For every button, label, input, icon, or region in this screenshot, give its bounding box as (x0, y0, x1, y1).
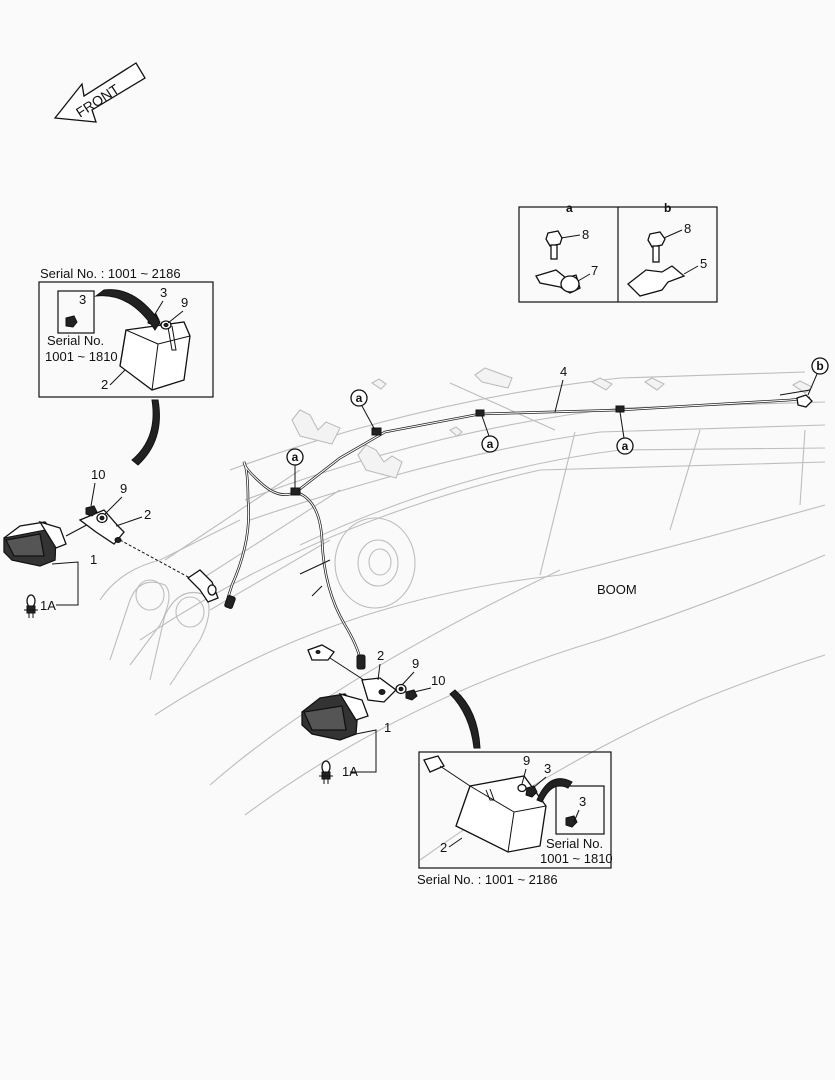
svg-text:a: a (622, 439, 629, 453)
boom-label: BOOM (597, 582, 637, 597)
svg-text:a: a (356, 391, 363, 405)
right-lamp-part-1a: 1A (342, 764, 358, 779)
routing-ref-a-3: a (481, 415, 499, 453)
right-lamp-assembly: 2 9 10 1 1A (301, 644, 445, 784)
detail-b-part-8: 8 (684, 221, 691, 236)
left-inset-callout-arrow (131, 399, 160, 466)
left-lamp-part-1a: 1A (40, 598, 56, 613)
detail-view-a-label: a (566, 201, 573, 215)
right-inset-serial-caption: Serial No. : 1001 ~ 2186 (417, 872, 558, 887)
left-inset-sub-serial-2: 1001 ~ 1810 (45, 349, 118, 364)
left-inset-serial-caption: Serial No. : 1001 ~ 2186 (40, 266, 181, 281)
right-inset-sub-serial-1: Serial No. (546, 836, 603, 851)
routing-ref-a-2: a (286, 448, 304, 488)
cable-ref-4: 4 (554, 364, 567, 413)
left-lamp-part-1: 1 (90, 552, 97, 567)
left-bulb-icon (24, 594, 38, 618)
left-inset-sub-part-3: 3 (79, 292, 86, 307)
right-lower-inset: 9 3 2 3 Serial No. 1001 ~ 1810 (418, 751, 613, 869)
left-lamp-assembly: 10 9 2 1 1A (3, 467, 219, 618)
svg-text:b: b (816, 359, 823, 373)
right-lamp-part-10: 10 (431, 673, 445, 688)
right-lamp-part-1: 1 (384, 720, 391, 735)
svg-text:4: 4 (560, 364, 567, 379)
boom-outline (99, 367, 826, 861)
right-bulb-icon (319, 760, 333, 784)
right-inset-part-2: 2 (440, 840, 447, 855)
left-inset-part-3: 3 (160, 285, 167, 300)
svg-text:a: a (292, 450, 299, 464)
routing-ref-a-4: a (616, 411, 634, 455)
right-inset-sub-serial-2: 1001 ~ 1810 (540, 851, 613, 866)
right-inset-part-3: 3 (544, 761, 551, 776)
right-lamp-part-9: 9 (412, 656, 419, 671)
routing-ref-b: b (807, 357, 829, 396)
detail-b-part-5: 5 (700, 256, 707, 271)
main-cable-harness (224, 389, 813, 670)
right-inset-sub-part-3: 3 (579, 794, 586, 809)
left-lamp-part-10: 10 (91, 467, 105, 482)
right-inset-part-9: 9 (523, 753, 530, 768)
right-lamp-part-2: 2 (377, 648, 384, 663)
left-inset-sub-serial-1: Serial No. (47, 333, 104, 348)
left-upper-inset: Serial No. : 1001 ~ 2186 3 Serial No. 10… (38, 266, 214, 398)
detail-view-b-label: b (664, 201, 671, 215)
front-direction-arrow: FRONT (53, 62, 146, 123)
routing-ref-a-1: a (350, 389, 376, 431)
left-inset-part-2: 2 (101, 377, 108, 392)
detail-a-part-8: 8 (582, 227, 589, 242)
detail-inset-a-b: a b 8 7 8 5 (518, 201, 718, 303)
left-inset-part-9: 9 (181, 295, 188, 310)
svg-text:a: a (487, 437, 494, 451)
detail-a-part-7: 7 (591, 263, 598, 278)
left-lamp-part-9: 9 (120, 481, 127, 496)
right-inset-callout-arrow (449, 689, 481, 749)
left-lamp-part-2: 2 (144, 507, 151, 522)
